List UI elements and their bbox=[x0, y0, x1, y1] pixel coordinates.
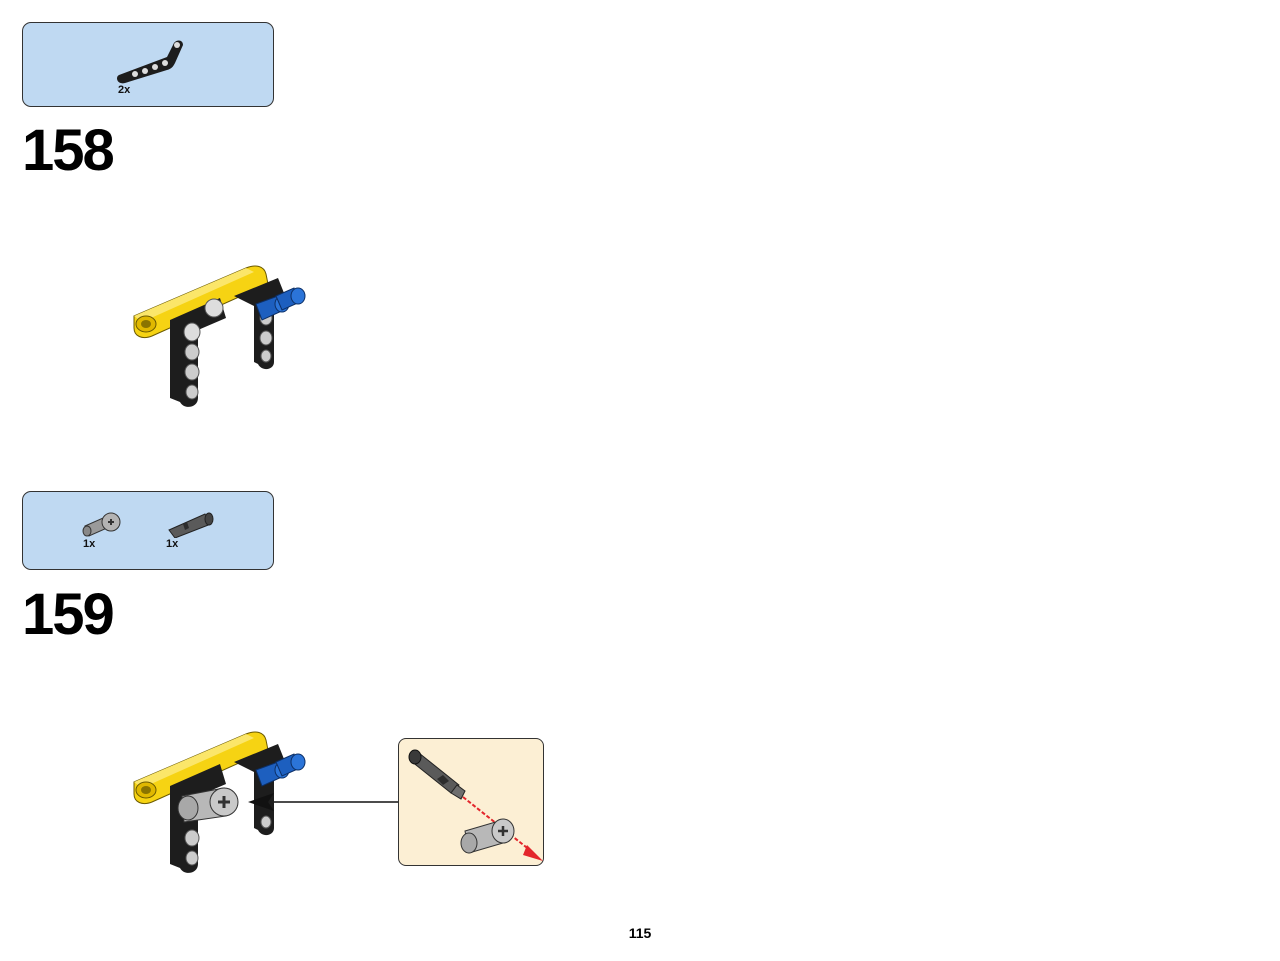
page-number: 115 bbox=[628, 925, 652, 941]
step-number: 159 bbox=[22, 582, 115, 647]
step-158-assembly-illustration bbox=[133, 265, 306, 407]
axle-connector-icon bbox=[177, 787, 239, 823]
callout-pointer-arrow bbox=[248, 793, 399, 811]
step-159-parts-list: 1x 1x bbox=[22, 491, 274, 570]
blue-pin-icon bbox=[275, 287, 306, 311]
black-angled-beam-icon bbox=[117, 40, 183, 84]
sub-assembly-callout bbox=[398, 738, 544, 866]
axle-connector-icon bbox=[82, 512, 121, 537]
part-quantity: 2x bbox=[118, 84, 131, 96]
sub-assembly-illustration bbox=[408, 749, 543, 861]
step-158-parts-list: 2x bbox=[22, 22, 274, 107]
black-pin-with-axle-icon bbox=[168, 512, 214, 538]
black-pin-with-axle-icon bbox=[408, 749, 466, 800]
part-quantity: 1x bbox=[166, 538, 179, 550]
axle-connector-icon bbox=[460, 818, 515, 854]
part-quantity: 1x bbox=[83, 538, 96, 550]
step-159-assembly-illustration bbox=[133, 731, 306, 873]
step-number: 158 bbox=[22, 118, 115, 183]
blue-pin-icon bbox=[275, 753, 306, 777]
